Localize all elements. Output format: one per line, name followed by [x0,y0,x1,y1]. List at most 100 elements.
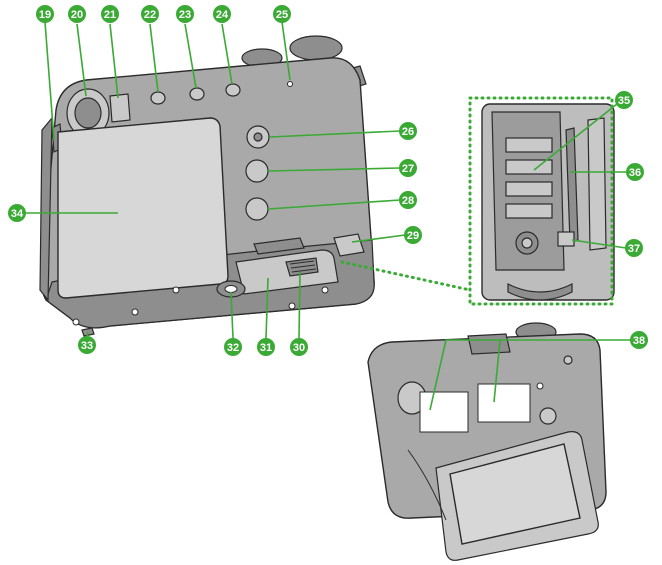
callout-31: 31 [257,338,275,356]
leader-19 [44,21,55,141]
leader-26 [269,130,401,138]
tripod-hole [224,285,238,293]
callout-label-37: 37 [628,243,640,255]
focus-lever-center [253,132,263,142]
left-side [39,116,53,302]
bottom-hole [131,308,139,316]
callout-label-26: 26 [402,126,414,138]
callout-label-35: 35 [618,95,630,107]
leader-25 [281,21,291,81]
right-opening [477,383,531,423]
cover-detail [253,237,305,255]
slot-cover [587,117,607,251]
tilting-monitor [449,443,581,545]
leader-lines [25,21,630,411]
callout-label-22: 22 [144,9,156,21]
connector-cover [333,233,365,257]
callout-37: 37 [625,239,643,257]
battery-cell [505,159,553,175]
hinge-cable [407,449,447,521]
left-opening [419,391,469,433]
inset-lug [507,283,573,301]
leader-22 [149,23,159,93]
hot-shoe [467,333,511,355]
leader-24 [221,23,233,85]
callout-35: 35 [615,91,633,109]
hole-2 [536,382,544,390]
top-button-23 [189,87,205,101]
camera-tilted-screen-view [367,322,607,561]
leader-37 [571,239,627,249]
card-slot [565,127,579,243]
leader-20 [76,23,87,97]
callout-label-27: 27 [402,163,414,175]
rear-button-27 [245,159,269,183]
callout-23: 23 [176,5,194,23]
rear-button-28 [245,197,269,221]
battery-cell [505,181,553,197]
callout-label-32: 32 [227,342,239,354]
leader-38a [429,339,630,411]
leader-29 [351,234,406,243]
callout-27: 27 [399,159,417,177]
callout-label-34: 34 [11,208,24,220]
callout-24: 24 [213,5,231,23]
callout-label-30: 30 [293,342,305,354]
command-dial [289,35,343,61]
leader-38b [493,339,501,403]
battery-cell [505,203,553,219]
leader-30 [298,271,301,339]
latch-lock [557,231,575,247]
callout-38: 38 [630,331,648,349]
callout-34: 34 [8,204,26,222]
bottom-hole [72,318,80,326]
callout-label-28: 28 [402,195,414,207]
button-2 [539,407,557,425]
callout-label-36: 36 [629,167,641,179]
callout-36: 36 [626,163,644,181]
inset-frame [468,96,614,306]
small-button-2 [563,355,573,365]
bottom-hole [172,286,180,294]
callout-20: 20 [68,5,86,23]
callout-label-29: 29 [407,230,419,242]
leader-32 [230,291,234,339]
leader-23 [184,23,197,89]
callout-label-33: 33 [81,340,93,352]
battery-chamber-inset [468,96,615,306]
callout-26: 26 [399,122,417,140]
callout-25: 25 [273,5,291,23]
callout-33: 33 [78,336,96,354]
callout-29: 29 [404,226,422,244]
callout-label-25: 25 [276,9,288,21]
leader-31 [265,277,269,339]
leader-35 [533,103,618,171]
callout-21: 21 [101,5,119,23]
callout-label-38: 38 [633,335,645,347]
leader-28 [267,199,401,210]
callout-22: 22 [141,5,159,23]
bottom-hole [321,286,329,294]
callout-label-21: 21 [104,9,116,21]
viewfinder-window [74,97,102,129]
indicator-lamp [287,81,293,87]
top-button-22 [150,91,166,105]
callout-28: 28 [399,191,417,209]
leader-21 [109,23,119,99]
leader-33 [86,331,89,337]
callout-30: 30 [290,338,308,356]
callout-label-19: 19 [39,9,51,21]
callout-19: 19 [36,5,54,23]
callout-32: 32 [224,338,242,356]
callout-label-31: 31 [260,342,272,354]
callout-label-23: 23 [179,9,191,21]
inset-pointer [340,260,472,292]
leader-27 [267,167,401,172]
callout-label-20: 20 [71,9,83,21]
lcd-monitor [57,117,229,299]
latch-ridges [289,260,317,273]
top-button-24 [225,83,241,97]
camera-rear-view [39,35,375,337]
callout-label-24: 24 [216,9,229,21]
